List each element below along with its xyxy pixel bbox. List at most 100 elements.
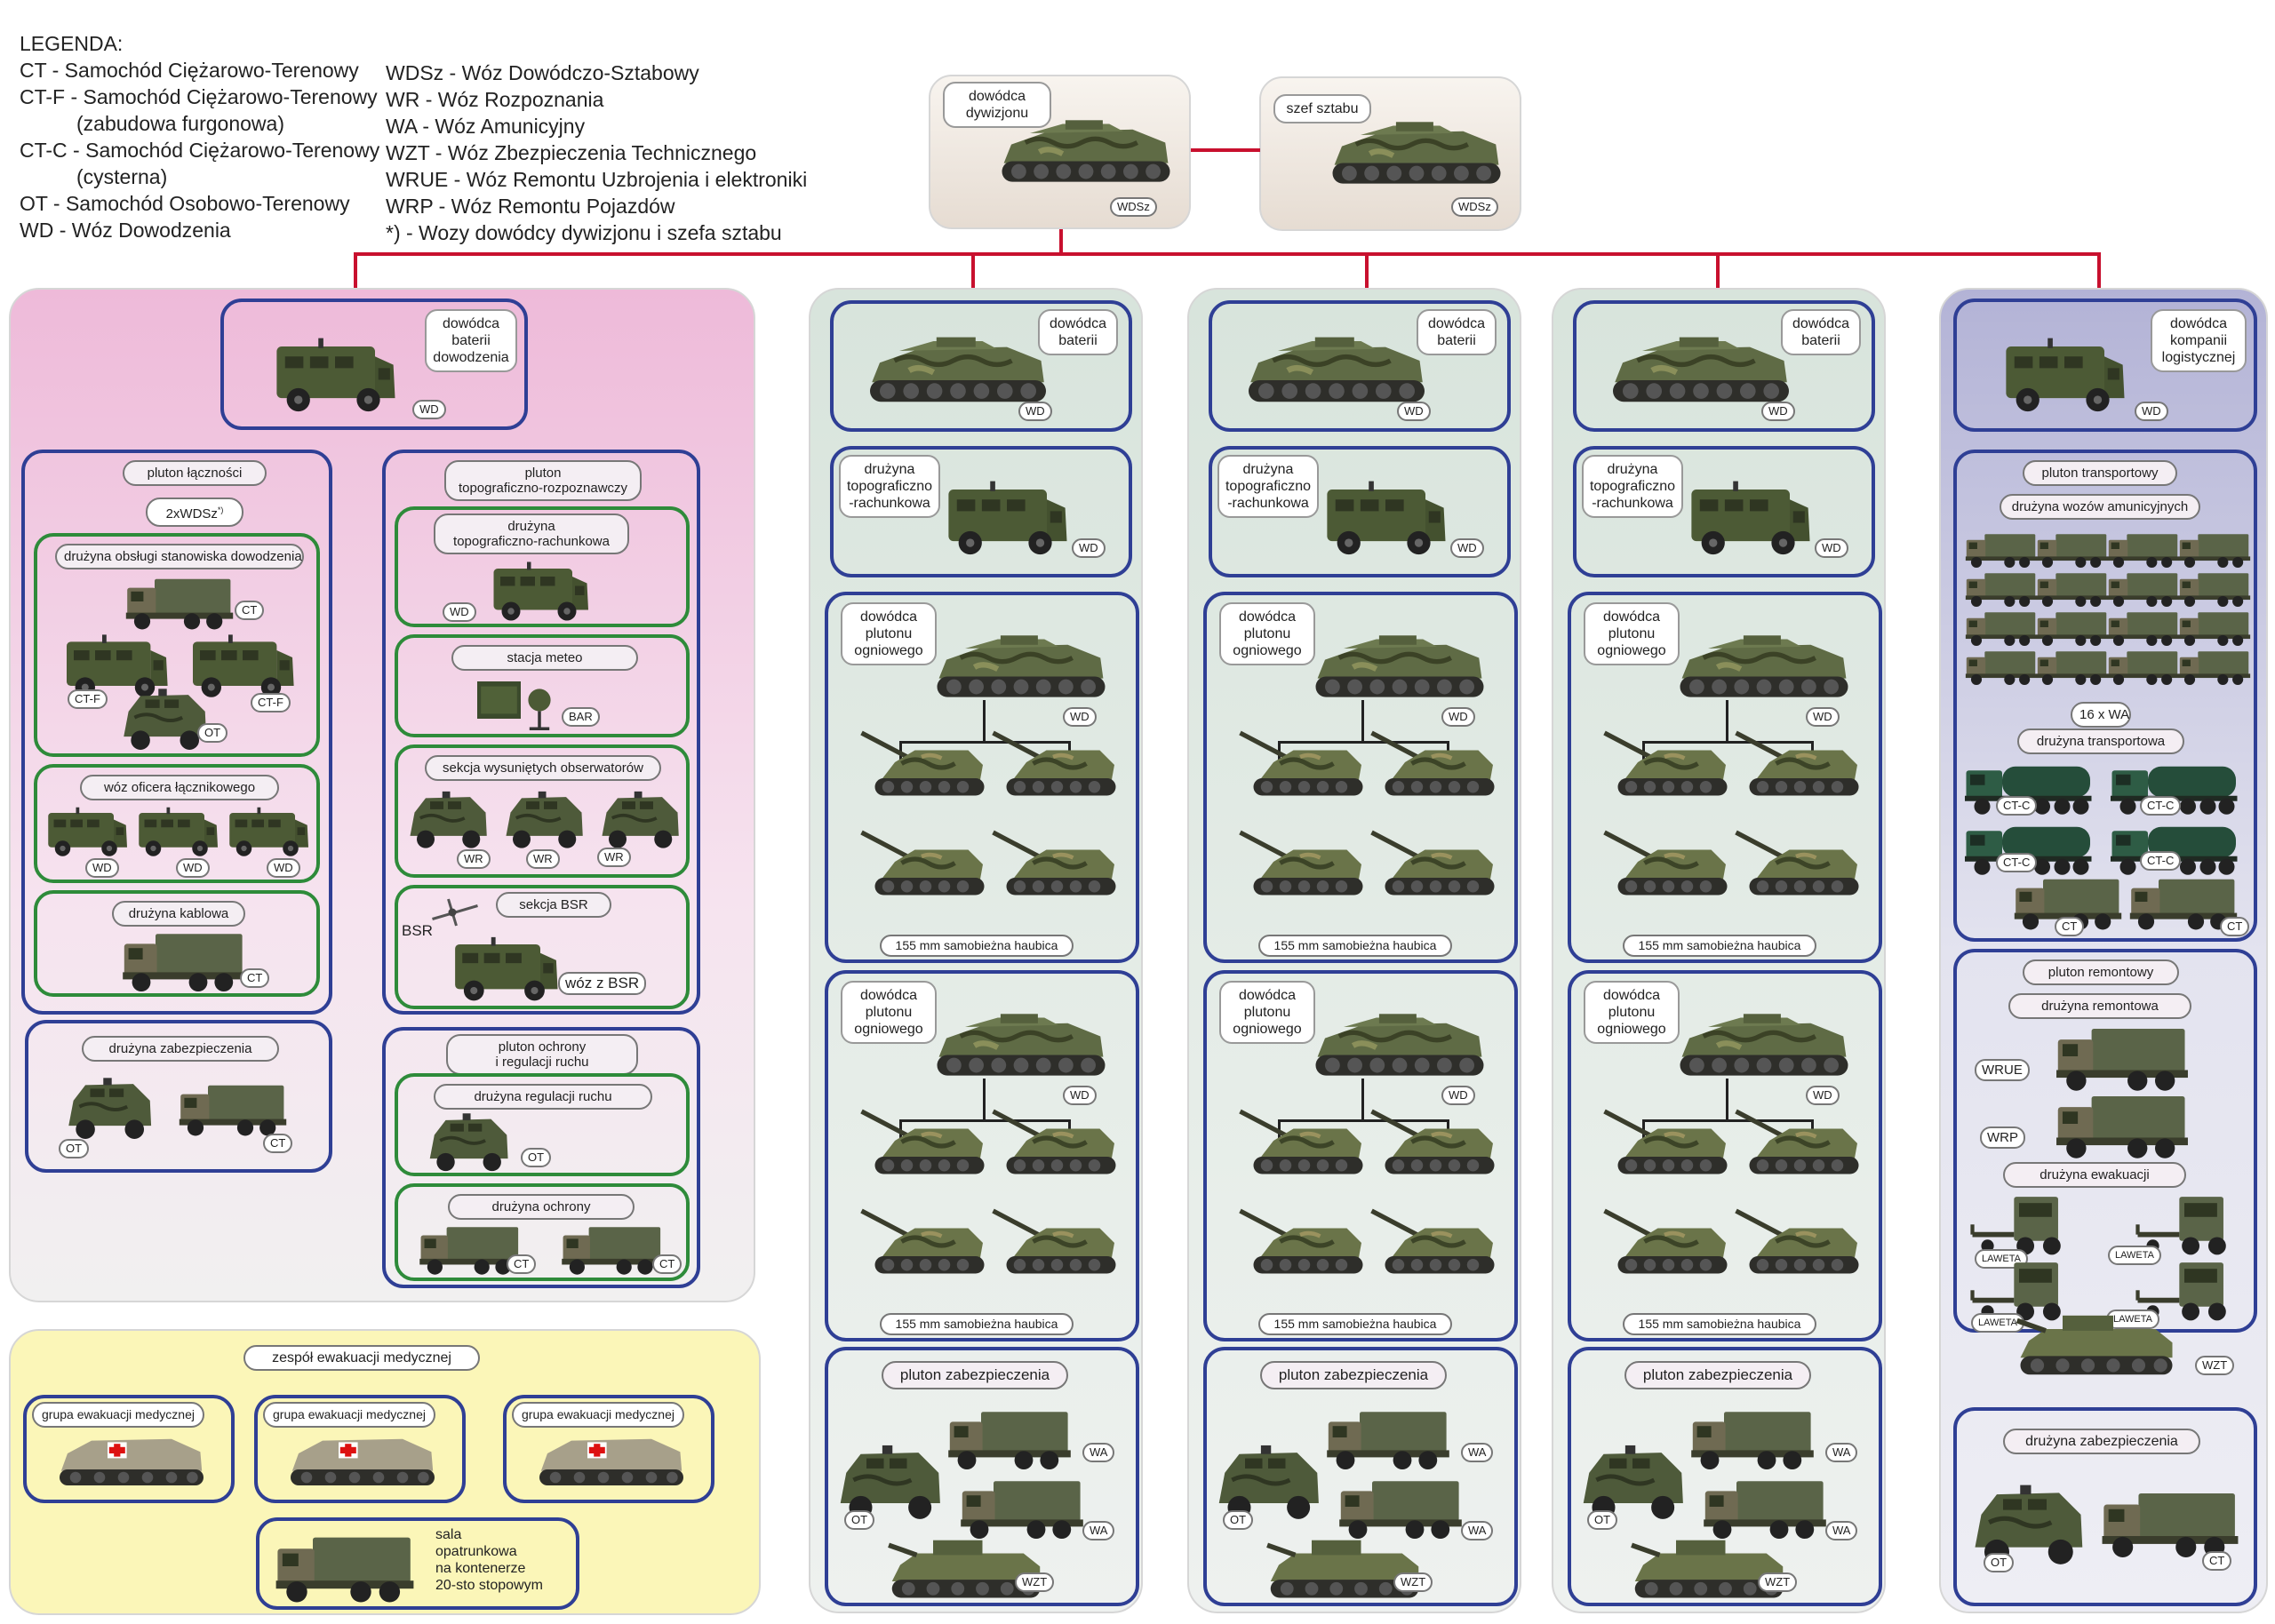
platoon-commander-label: dowódca plutonu ogniowego — [1584, 602, 1680, 665]
battery-commander: dowódca baterii WD — [1209, 300, 1511, 432]
hq-commander-label: dowódca baterii dowodzenia — [425, 309, 517, 372]
group-title: grupa ewakuacji medycznej — [263, 1402, 435, 1428]
vehicle-tag: WA — [1082, 1443, 1115, 1462]
vehicle-tag: WA — [1825, 1443, 1858, 1462]
battery-commander: dowódca baterii WD — [830, 300, 1132, 432]
evac-squad-title: drużyna ewakuacji — [2003, 1162, 2186, 1188]
fire-platoon: dowódca plutonu ogniowego WD 155 mm samo… — [825, 970, 1139, 1341]
howitzer-icon — [1729, 1109, 1863, 1189]
topo-platoon-title: pluton topograficzno-rozpoznawczy — [444, 460, 642, 501]
vehicle-tag: WA — [1825, 1521, 1858, 1540]
legend-item: WDSz - Wóz Dowódczo-Sztabowy — [386, 61, 699, 84]
legend-item: WRUE - Wóz Remontu Uzbrojenia i elektron… — [386, 168, 808, 191]
connector-line — [1361, 1079, 1364, 1121]
fire-platoon: dowódca plutonu ogniowego WD 155 mm samo… — [1568, 970, 1882, 1341]
connector-line — [354, 252, 2101, 256]
vehicle-tag: OT — [1984, 1553, 2015, 1572]
van-icon — [43, 801, 132, 860]
wrp-label: WRP — [1980, 1126, 2025, 1149]
connector-line — [1642, 1119, 1813, 1122]
medical-group: grupa ewakuacji medycznej — [503, 1395, 714, 1503]
mrap-icon — [595, 785, 684, 856]
vehicle-tag: WD — [1397, 402, 1431, 421]
vehicle-tag: CT-F — [68, 689, 108, 709]
howitzer-icon — [1233, 1208, 1367, 1288]
vehicle-tag: CT — [2055, 917, 2085, 936]
topo-squad-label: drużyna topograficzno -rachunkowa — [1582, 455, 1683, 518]
wrue-label: WRUE — [1975, 1059, 2030, 1081]
vehicle-tag: WD — [1806, 707, 1840, 727]
tracked-vehicle-icon — [1671, 627, 1857, 707]
ammo-truck-icon — [2177, 645, 2252, 688]
tracked-vehicle-icon — [928, 1006, 1114, 1086]
hq-battery-commander: dowódca baterii dowodzenia WD — [220, 299, 528, 430]
support-platoon-title: pluton zabezpieczenia — [1624, 1361, 1811, 1389]
squad-title: sekcja BSR — [496, 892, 611, 918]
vehicle-tag: WD — [85, 858, 119, 878]
vehicle-tag: WDSz — [1110, 197, 1157, 217]
vehicle-tag: WDSz — [1451, 197, 1498, 217]
vehicle-tag: CT — [235, 601, 265, 620]
howitzer-icon — [855, 1208, 988, 1288]
ammo-truck-icon — [2177, 528, 2252, 570]
chief-label: szef sztabu — [1273, 94, 1371, 123]
group-title: grupa ewakuacji medycznej — [32, 1402, 204, 1428]
meteo-shelter-icon — [448, 675, 581, 737]
vehicle-tag: WD — [1063, 1086, 1097, 1105]
chief-of-staff-box: szef sztabu WDSz — [1259, 76, 1521, 231]
support-platoon: pluton zabezpieczenia WA OT WA WZT — [1568, 1347, 1882, 1606]
support-platoon-title: pluton zabezpieczenia — [1260, 1361, 1447, 1389]
ammo-truck-icon — [938, 1402, 1081, 1473]
repair-squad-title: drużyna remontowa — [2008, 993, 2191, 1019]
topo-squad-label: drużyna topograficzno -rachunkowa — [839, 455, 940, 518]
connector-line — [1059, 229, 1063, 254]
legend-item: WRP - Wóz Remontu Pojazdów — [386, 195, 675, 218]
ambulance-icon — [531, 1429, 691, 1494]
ammo-truck-icon — [1329, 1471, 1472, 1542]
mrap-icon — [403, 785, 492, 856]
laweta-label: LAWETA — [2108, 1246, 2162, 1265]
ammo-count: 16 x WA — [2071, 702, 2131, 728]
vehicle-tag: WD — [267, 858, 300, 878]
support-platoon-title: pluton zabezpieczenia — [882, 1361, 1068, 1389]
howitzer-icon — [986, 1208, 1120, 1288]
vehicle-tag: WD — [412, 400, 446, 419]
connector-line — [1191, 148, 1260, 152]
connector-line — [1365, 252, 1369, 288]
connector-line — [983, 1079, 986, 1121]
legend-item: WD - Wóz Dowodzenia — [20, 219, 231, 242]
howitzer-icon — [1365, 1208, 1498, 1288]
logistics-commander: dowódca kompanii logistycznej WD — [1953, 299, 2257, 432]
fire-platoon: dowódca plutonu ogniowego WD 155 mm samo… — [1203, 970, 1518, 1341]
bsr-section: sekcja BSR BSR wóz z BSR — [395, 885, 690, 1009]
cable-squad: drużyna kablowa CT — [34, 890, 320, 997]
recovery-vehicle-icon — [882, 1537, 1050, 1603]
vehicle-tag: WR — [526, 849, 560, 869]
vehicle-tag: WA — [1461, 1521, 1494, 1540]
connector-line — [1726, 1079, 1728, 1121]
topo-recon-platoon: pluton topograficzno-rozpoznawczy drużyn… — [382, 450, 700, 1015]
legend-item: CT-F - Samochód Ciężarowo-Terenowy — [20, 85, 378, 108]
squad-title: drużyna topograficzno-rachunkowa — [434, 513, 629, 554]
howitzer-icon — [986, 830, 1120, 910]
howitzer-icon — [986, 1109, 1120, 1189]
mrap-icon — [499, 785, 588, 856]
vehicle-tag: OT — [59, 1139, 90, 1158]
vehicle-tag: WR — [597, 848, 631, 867]
topo-squad-label: drużyna topograficzno -rachunkowa — [1217, 455, 1319, 518]
vehicle-tag: WD — [1072, 538, 1106, 558]
support-platoon: pluton zabezpieczenia WA OT WA WZT — [1203, 1347, 1518, 1606]
truck-icon — [117, 924, 251, 995]
recovery-vehicle-icon — [2012, 1311, 2181, 1381]
van-icon — [224, 801, 313, 860]
howitzer-icon — [1598, 1109, 1731, 1189]
ammo-truck-icon — [2035, 528, 2110, 570]
vehicle-tag: OT — [521, 1148, 552, 1167]
logistics-company-section: dowódca kompanii logistycznej WD pluton … — [1939, 288, 2268, 1613]
vehicle-tag: WD — [1441, 1086, 1475, 1105]
connector-line — [983, 700, 986, 743]
howitzer-icon — [1598, 830, 1731, 910]
mrap-icon — [60, 1077, 158, 1142]
tracked-vehicle-icon — [860, 330, 1056, 410]
ammo-truck-icon — [2035, 606, 2110, 649]
